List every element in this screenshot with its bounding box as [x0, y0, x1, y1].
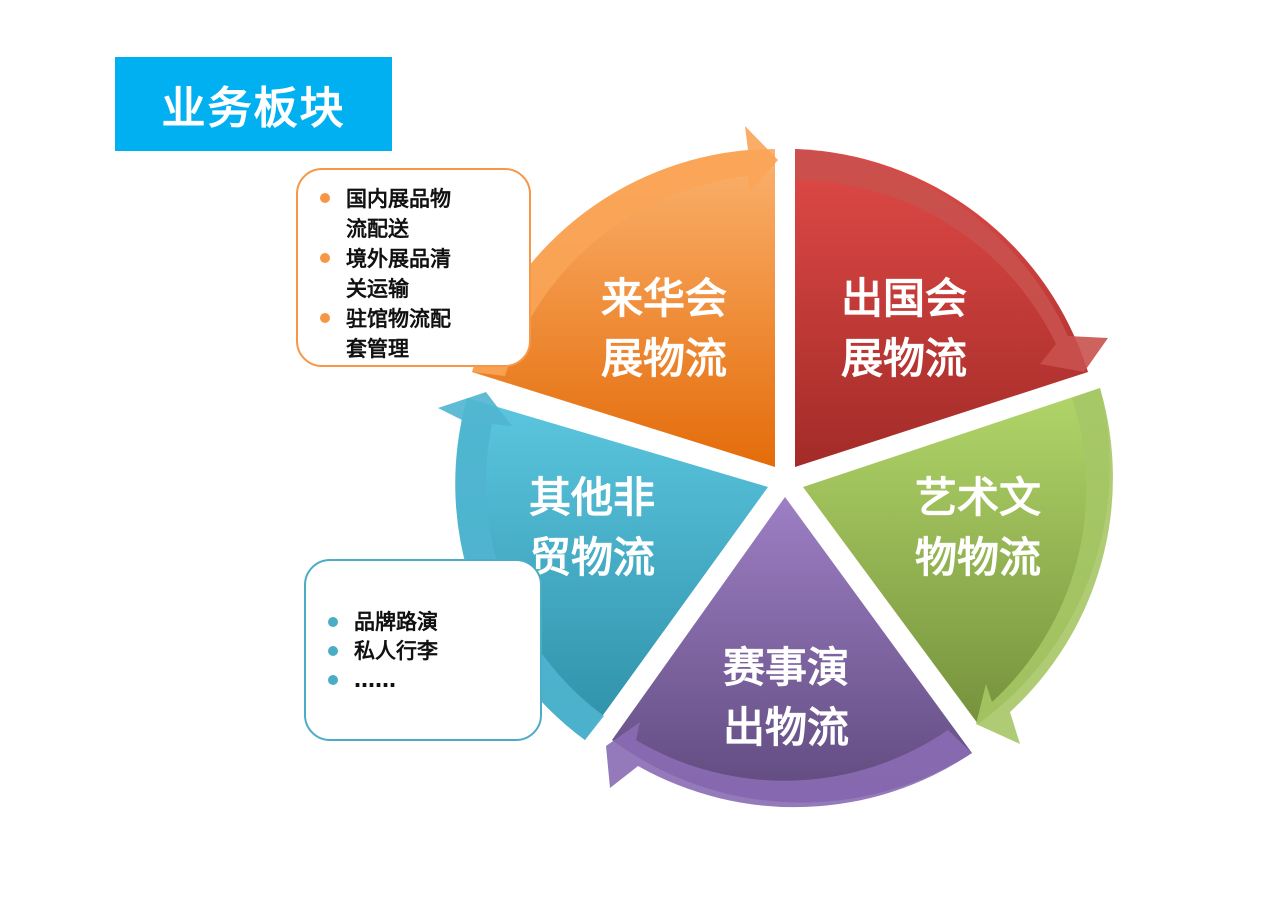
label-art-line1: 艺术文 — [915, 473, 1041, 522]
list-item: 品牌路演 — [328, 608, 540, 637]
label-outgoing-line2: 展物流 — [841, 334, 967, 383]
list-item: 国内展品物流配送 — [320, 184, 464, 244]
callout-other-nontrade: 品牌路演 私人行李 …… — [304, 559, 542, 741]
bullet-dot-icon — [320, 193, 330, 203]
label-other-line2: 贸物流 — [529, 533, 655, 582]
bullet-dot-icon — [320, 253, 330, 263]
callout-incoming-exhibition: 国内展品物流配送 境外展品清关运输 驻馆物流配套管理 — [296, 168, 531, 367]
segment-art-heritage — [803, 388, 1113, 744]
label-outgoing-line1: 出国会 — [841, 274, 967, 323]
segment-events-performance — [606, 497, 972, 808]
callout-incoming-list: 国内展品物流配送 境外展品清关运输 驻馆物流配套管理 — [320, 184, 529, 364]
callout-other-list: 品牌路演 私人行李 …… — [328, 608, 540, 695]
section-title: 业务板块 — [161, 83, 346, 134]
bullet-dot-icon — [320, 313, 330, 323]
label-other-line1: 其他非 — [529, 473, 655, 522]
bullet-dot-icon — [328, 675, 338, 685]
segment-outgoing-exhibition — [795, 149, 1108, 467]
label-incoming-line1: 来华会 — [601, 274, 727, 323]
list-item: …… — [328, 666, 540, 695]
list-item: 私人行李 — [328, 637, 540, 666]
label-events-line2: 出物流 — [723, 703, 849, 752]
list-item: 驻馆物流配套管理 — [320, 304, 464, 364]
section-title-box: 业务板块 — [115, 57, 392, 151]
label-events-line1: 赛事演 — [723, 643, 849, 692]
bullet-dot-icon — [328, 646, 338, 656]
label-incoming-line2: 展物流 — [601, 334, 727, 383]
list-item: 境外展品清关运输 — [320, 244, 464, 304]
label-art-line2: 物物流 — [915, 533, 1041, 582]
bullet-dot-icon — [328, 617, 338, 627]
